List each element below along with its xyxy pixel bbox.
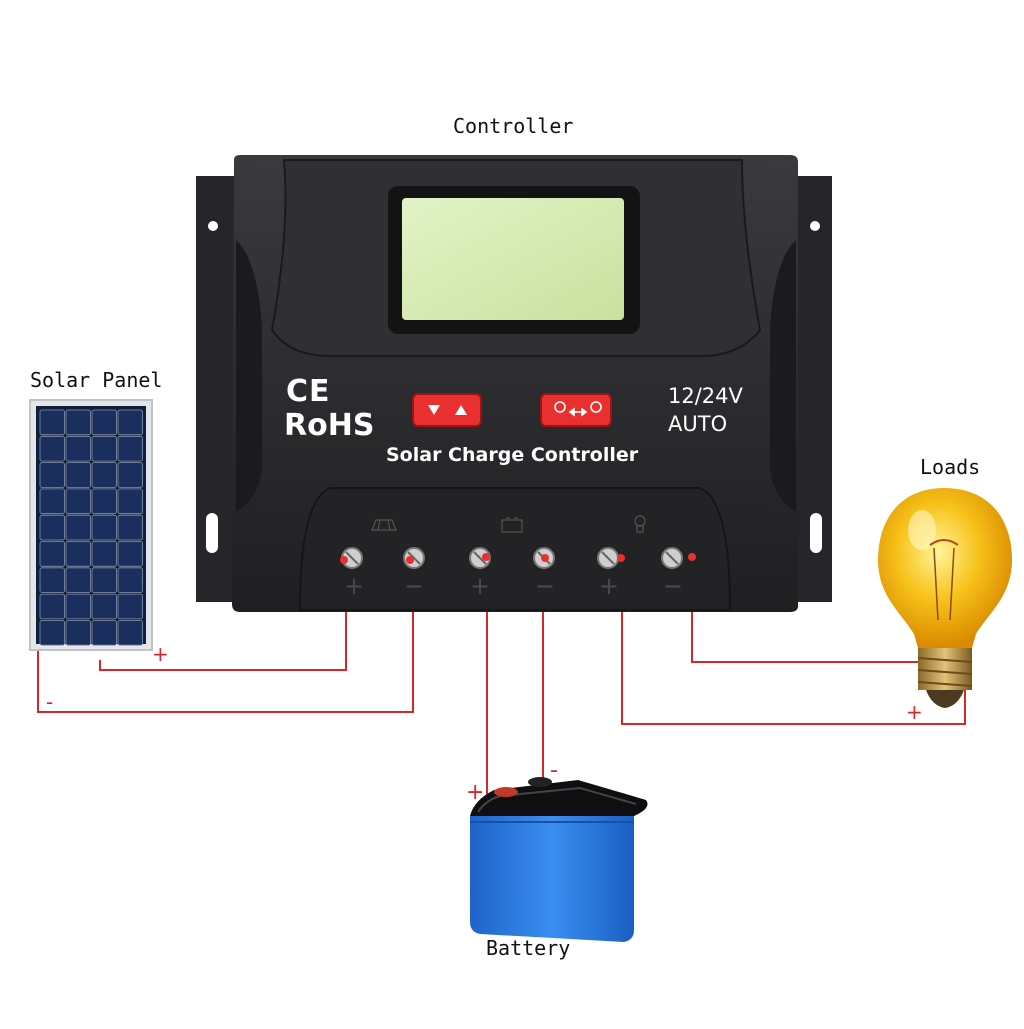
left-mounting-flange <box>196 176 240 602</box>
solar-cell <box>91 409 117 436</box>
solar-cell <box>39 488 65 515</box>
controller-label: Controller <box>453 114 574 138</box>
solar-cell <box>91 541 117 567</box>
mount-hole-tl <box>208 221 218 231</box>
solar-cell <box>65 620 91 646</box>
loads-label: Loads <box>920 455 981 479</box>
solar-cell <box>117 409 143 436</box>
solar-cell <box>117 541 143 567</box>
solar-panel-label: Solar Panel <box>30 368 163 392</box>
solar-cell <box>65 435 91 462</box>
load-button <box>540 393 612 427</box>
solar-cell <box>65 541 91 567</box>
terminal-block <box>298 487 732 611</box>
wire-solar-plus <box>99 558 347 671</box>
solar-cell <box>65 409 91 436</box>
solar-cell <box>117 514 143 541</box>
auto-mode-label: AUTO <box>668 412 728 436</box>
load-bulb-toggle-icon <box>554 401 602 417</box>
terminal-load-minus <box>661 547 683 569</box>
solar-cell <box>91 620 117 646</box>
battery-icon <box>501 517 523 533</box>
terminal-label-4: − <box>535 572 556 600</box>
terminal-screws <box>341 547 683 569</box>
terminal-label-5: + <box>599 572 620 600</box>
voltage-rating: 12/24V <box>668 384 743 408</box>
solar-cell <box>65 567 91 593</box>
solar-cell <box>91 567 117 593</box>
terminal-label-2: − <box>404 572 425 600</box>
terminal-solar-plus <box>341 547 363 569</box>
terminal-battery-plus <box>469 547 491 569</box>
up-down-arrows-icon <box>428 405 467 415</box>
battery <box>470 777 648 942</box>
connection-dots <box>340 553 696 564</box>
solar-cell <box>117 567 143 593</box>
solar-cell <box>65 593 91 620</box>
product-name: Solar Charge Controller <box>386 444 639 466</box>
solar-plus-label: + <box>152 642 169 666</box>
terminal-load-plus <box>597 547 619 569</box>
load-plus-label: + <box>906 700 923 724</box>
mount-hole-tr <box>810 221 820 231</box>
solar-cell <box>117 462 143 488</box>
solar-cell <box>39 514 65 541</box>
solar-cell <box>117 620 143 646</box>
solar-cell <box>39 567 65 593</box>
bulb-icon <box>634 515 646 533</box>
terminal-label-1: + <box>344 572 365 600</box>
terminal-label-3: + <box>470 572 491 600</box>
battery-plus-label: + <box>466 780 485 805</box>
solar-cells <box>39 409 143 646</box>
battery-minus-label: - <box>550 758 558 783</box>
solar-cell <box>39 409 65 436</box>
lcd-screen <box>402 198 624 320</box>
solar-minus-label: - <box>46 690 54 714</box>
solar-cell <box>39 435 65 462</box>
mount-slot-bl <box>206 513 218 553</box>
solar-cell <box>39 462 65 488</box>
solar-cell <box>117 593 143 620</box>
right-mounting-flange <box>790 176 832 602</box>
solar-cell <box>91 462 117 488</box>
wire-load-plus <box>621 558 966 725</box>
solar-cell <box>39 541 65 567</box>
battery-label: Battery <box>486 936 571 960</box>
terminal-label-6: − <box>663 572 684 600</box>
arrow-button <box>412 393 482 427</box>
solar-cell <box>117 435 143 462</box>
solar-cell <box>65 514 91 541</box>
solar-cell <box>91 488 117 515</box>
solar-cell <box>65 488 91 515</box>
solar-cell <box>117 488 143 515</box>
solar-panel <box>29 399 153 651</box>
ce-mark: CE <box>286 374 331 409</box>
rohs-mark: RoHS <box>284 408 375 443</box>
solar-cell <box>91 593 117 620</box>
solar-cell <box>39 620 65 646</box>
solar-panel-icon <box>371 519 397 531</box>
solar-cell <box>65 462 91 488</box>
solar-charge-controller <box>196 155 832 612</box>
light-bulb <box>878 488 1012 708</box>
wire-solar-minus <box>37 560 414 713</box>
mount-slot-br <box>810 513 822 553</box>
solar-cell <box>91 514 117 541</box>
solar-cell <box>91 435 117 462</box>
solar-cell <box>39 593 65 620</box>
